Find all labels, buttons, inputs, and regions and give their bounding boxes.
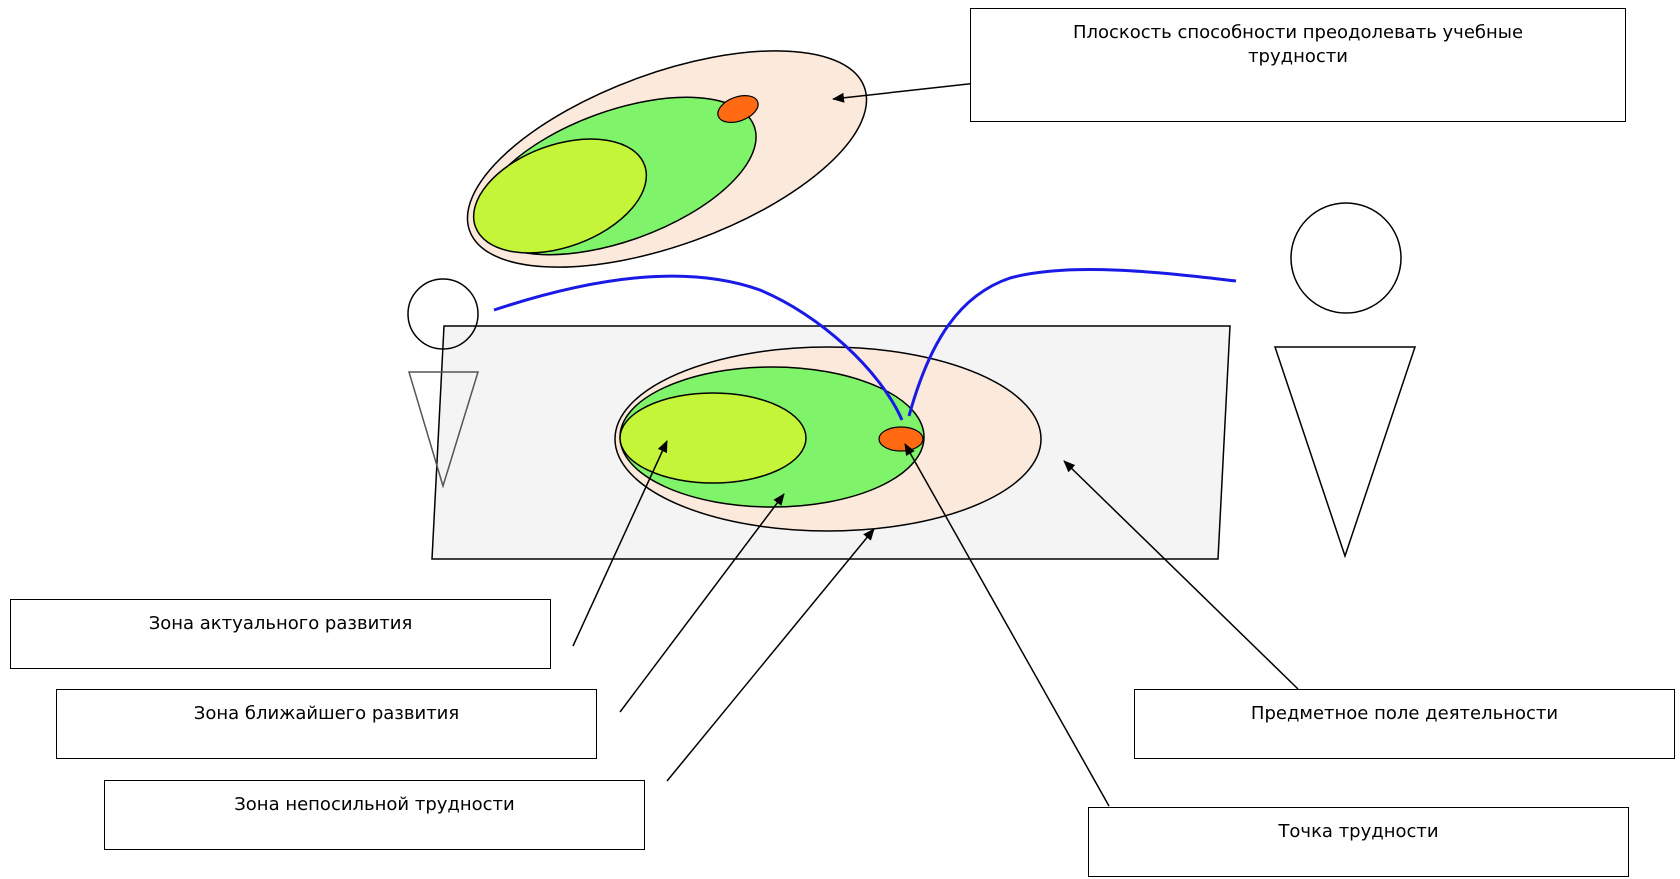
field-difficulty-point bbox=[878, 426, 924, 452]
arrow-actual-zone bbox=[572, 440, 668, 647]
teacher-figure bbox=[1273, 202, 1417, 559]
ability-plane-figure bbox=[466, 50, 868, 268]
ability-difficulty-point bbox=[717, 95, 759, 123]
field-zones-figure bbox=[614, 346, 1042, 532]
teacher-head bbox=[1290, 202, 1402, 314]
actual-zone-label: Зона актуального развития bbox=[148, 613, 413, 634]
student-figure bbox=[407, 278, 480, 489]
hard-zone-label: Зона непосильной трудности bbox=[234, 794, 515, 815]
difficulty-point-label-box: Точка трудности bbox=[1088, 807, 1629, 877]
student-head bbox=[407, 278, 479, 350]
arrow-difficulty-point bbox=[904, 443, 1110, 807]
actual-zone-label-box: Зона актуального развития bbox=[10, 599, 551, 669]
arrow-hard-zone bbox=[666, 528, 875, 782]
ability-actual-zone bbox=[472, 138, 648, 254]
ability-plane-label: Плоскость способности преодолевать учебн… bbox=[1072, 22, 1524, 68]
subject-field-label-box: Предметное поле деятельности bbox=[1134, 689, 1675, 759]
subject-field-label: Предметное поле деятельности bbox=[1250, 703, 1559, 724]
nearest-zone-label-box: Зона ближайшего развития bbox=[56, 689, 597, 759]
arrow-nearest-zone bbox=[619, 493, 785, 713]
teacher-body bbox=[1273, 346, 1417, 559]
arrow-subject-field bbox=[1063, 460, 1299, 690]
nearest-zone-label: Зона ближайшего развития bbox=[193, 703, 460, 724]
ability-plane-label-box: Плоскость способности преодолевать учебн… bbox=[970, 8, 1626, 122]
student-path-line bbox=[493, 274, 904, 421]
difficulty-point-label: Точка трудности bbox=[1278, 821, 1439, 842]
student-body bbox=[407, 371, 480, 489]
teacher-path-line bbox=[907, 268, 1237, 417]
field-actual-zone bbox=[619, 392, 807, 484]
hard-zone-label-box: Зона непосильной трудности bbox=[104, 780, 645, 850]
